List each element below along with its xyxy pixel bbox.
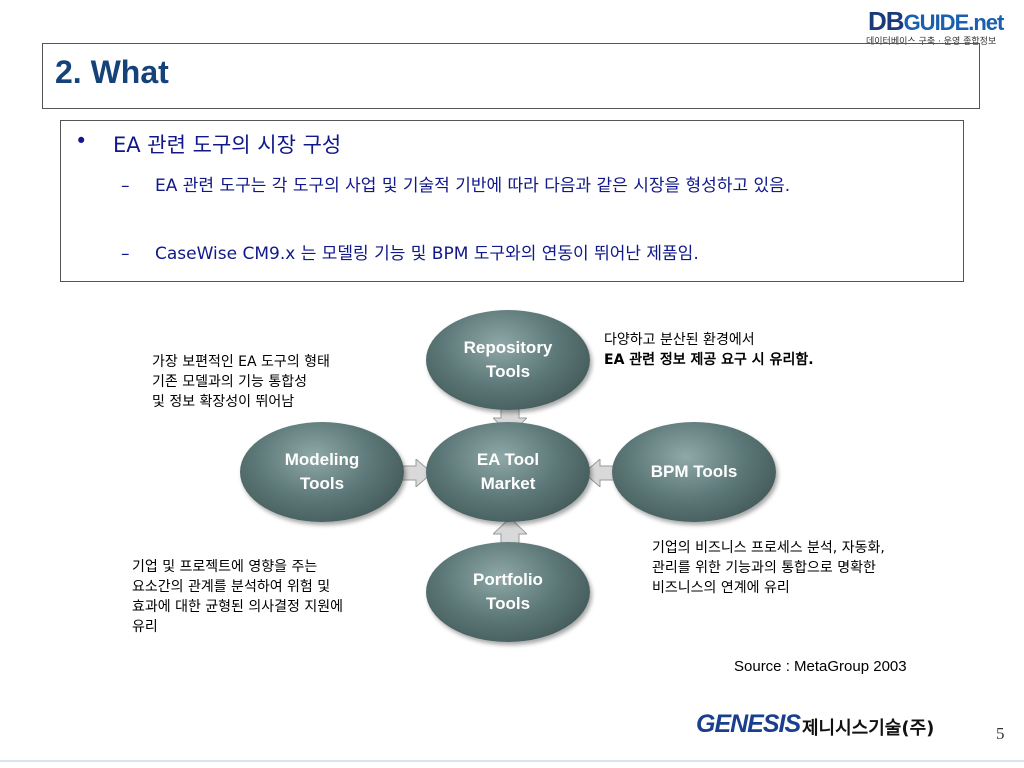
bullet-dot-icon: • (75, 129, 88, 153)
dash-icon: – (121, 244, 130, 264)
annotation-portfolio: 기업 및 프로젝트에 영향을 주는 요소간의 관계를 분석하여 위험 및 효과에… (132, 559, 343, 635)
genesis-logo: GENESIS 제니시스기술(주) (696, 708, 956, 742)
dbguide-subtitle: 데이터베이스 구축 · 운영 종합정보 (866, 37, 997, 47)
dbguide-logo: DBGUIDE.net 데이터베이스 구축 · 운영 종합정보 (860, 6, 1020, 47)
company-name: 제니시스기술(주) (802, 718, 935, 739)
annotation-modeling: 가장 보편적인 EA 도구의 형태 기존 모델과의 기능 통합성 및 정보 확장… (152, 354, 330, 410)
dbguide-wordmark: DBGUIDE.net (868, 6, 1004, 36)
annotation-bpm: 기업의 비즈니스 프로세스 분석, 자동화, 관리를 위한 기능과의 통합으로 … (652, 540, 885, 596)
content-box: • EA 관련 도구의 시장 구성 – EA 관련 도구는 각 도구의 사업 및… (60, 120, 964, 282)
slide-title: 2. What (55, 54, 169, 90)
title-box: 2. What (42, 43, 980, 109)
genesis-wordmark: GENESIS (696, 710, 801, 738)
footer-divider (0, 760, 1024, 762)
page-number: 5 (996, 724, 1005, 743)
source-citation: Source : MetaGroup 2003 (734, 658, 907, 675)
dash-icon: – (121, 176, 130, 196)
annotation-repository: 다양하고 분산된 환경에서 EA 관련 정보 제공 요구 시 유리함. (604, 332, 814, 368)
bpm-tools-node: BPM Tools (612, 422, 776, 522)
